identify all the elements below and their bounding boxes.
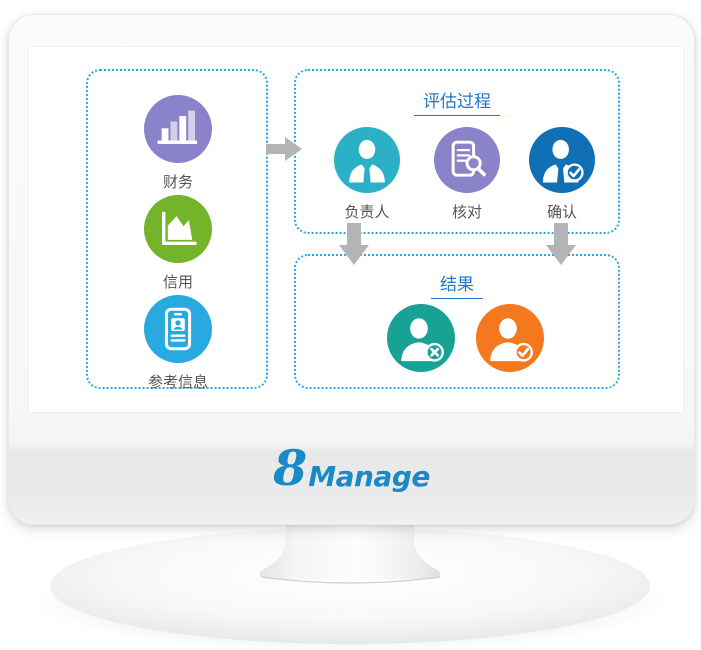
node-verify: 核对: [417, 127, 517, 222]
node-label: 财务: [162, 174, 193, 191]
node-confirm: 确认: [512, 127, 612, 222]
node-rejected: [371, 304, 471, 372]
screen: 财务 信用: [28, 46, 684, 413]
node-reference-info: 参考信息: [128, 295, 228, 392]
stand-neck: [259, 510, 441, 579]
person-approved-icon: [476, 304, 544, 372]
node-credit: 信用: [128, 195, 228, 292]
arrow-down-icon: [339, 223, 369, 265]
node-finance: 财务: [128, 95, 228, 192]
node-manager: 负责人: [317, 127, 417, 222]
node-label: 核对: [451, 204, 482, 221]
node-label: 信用: [162, 274, 193, 291]
inputs-panel: 财务 信用: [86, 69, 268, 392]
person-check-icon: [529, 127, 595, 193]
person-rejected-icon: [387, 304, 455, 372]
process-panel: 评估过程 负责人: [294, 69, 620, 234]
arrow-right-icon: [266, 137, 302, 161]
stand-base: [50, 528, 650, 644]
node-label: 参考信息: [147, 374, 208, 391]
result-panel: 结果: [294, 254, 620, 389]
id-card-icon: [144, 295, 212, 363]
node-approved: [460, 304, 560, 372]
logo-manage: Manage: [308, 460, 430, 493]
arrow-down-icon: [546, 223, 576, 265]
manager-icon: [334, 127, 400, 193]
stand-foot-edge: [261, 576, 441, 584]
result-panel-title: 结果: [296, 270, 618, 299]
bar-chart-icon: [144, 95, 212, 163]
monitor-frame: 财务 信用: [8, 14, 695, 525]
logo-8: 8: [273, 438, 308, 497]
document-search-icon: [434, 127, 500, 193]
logo-bar: 8 Manage: [9, 438, 694, 497]
area-chart-icon: [144, 195, 212, 263]
node-label: 负责人: [344, 204, 390, 221]
node-label: 确认: [546, 204, 577, 221]
process-panel-title: 评估过程: [296, 87, 618, 116]
